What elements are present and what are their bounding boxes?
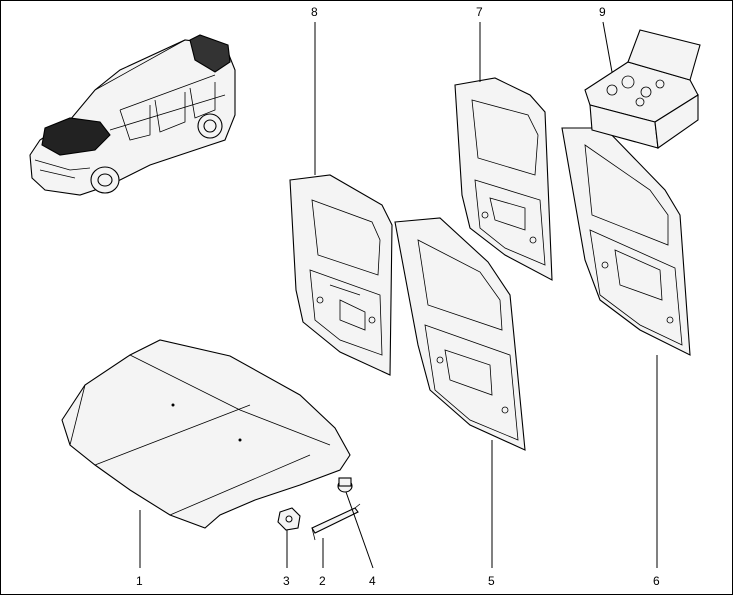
callout-4: 4	[369, 574, 376, 588]
vehicle-overview-illustration	[29, 34, 236, 196]
callout-1: 1	[136, 574, 143, 588]
callout-9: 9	[599, 5, 606, 19]
callout-2: 2	[319, 574, 326, 588]
callout-3: 3	[283, 574, 290, 588]
hood-bump-stop-part	[337, 477, 353, 493]
callout-7: 7	[476, 5, 483, 19]
hood-part	[61, 339, 351, 529]
tailgate-door-right-part	[454, 77, 553, 281]
callout-8: 8	[311, 5, 318, 19]
leader-line-4	[345, 491, 374, 569]
leader-line-9	[602, 21, 613, 73]
callout-5: 5	[488, 574, 495, 588]
rear-door-part	[561, 127, 691, 356]
front-door-part	[394, 217, 526, 451]
tailgate-door-left-part	[289, 174, 393, 376]
hood-prop-rod-part	[311, 503, 361, 541]
callout-6: 6	[653, 574, 660, 588]
fastener-kit-box-part	[584, 29, 701, 149]
hood-lock-part	[277, 507, 301, 531]
